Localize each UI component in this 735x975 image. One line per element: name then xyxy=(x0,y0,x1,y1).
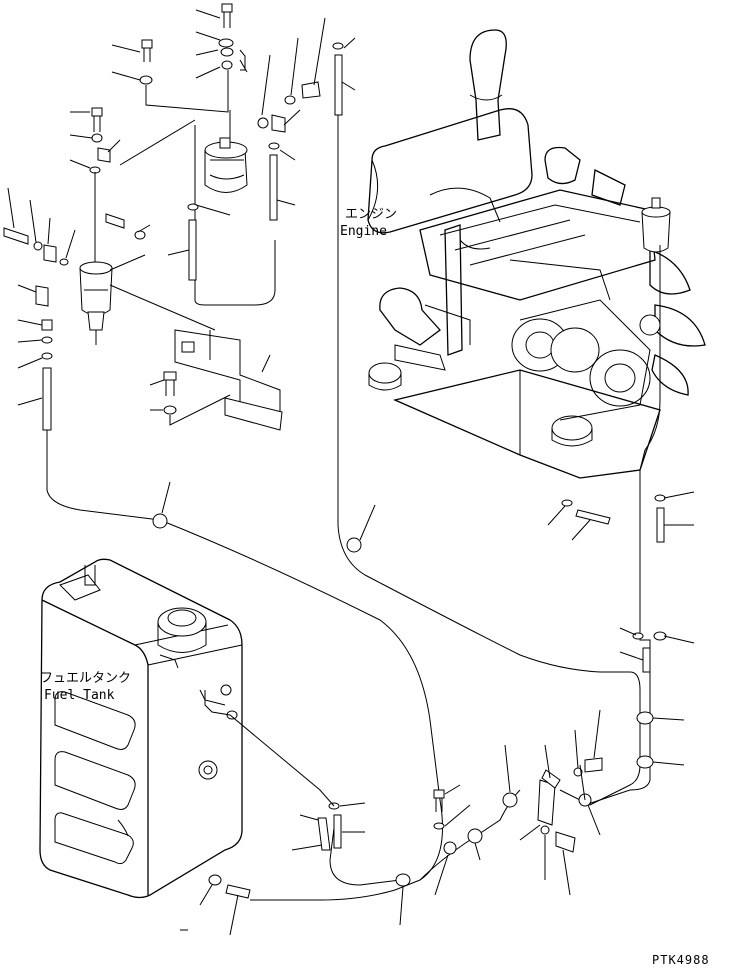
lower-right-parts xyxy=(317,507,665,853)
drawing-code: PTK4988 xyxy=(652,953,710,967)
leader-lines xyxy=(7,9,695,936)
engine-illustration xyxy=(367,29,706,479)
fuel-tank-illustration xyxy=(39,558,335,899)
engine-label-en: Engine xyxy=(340,224,387,239)
engine-label-jp: エンジン xyxy=(345,207,397,222)
fuel-tank-label-en: Fuel Tank xyxy=(44,688,115,703)
fuel-tank-label-jp: フュエルタンク xyxy=(40,671,131,686)
filter-assembly xyxy=(3,3,344,431)
